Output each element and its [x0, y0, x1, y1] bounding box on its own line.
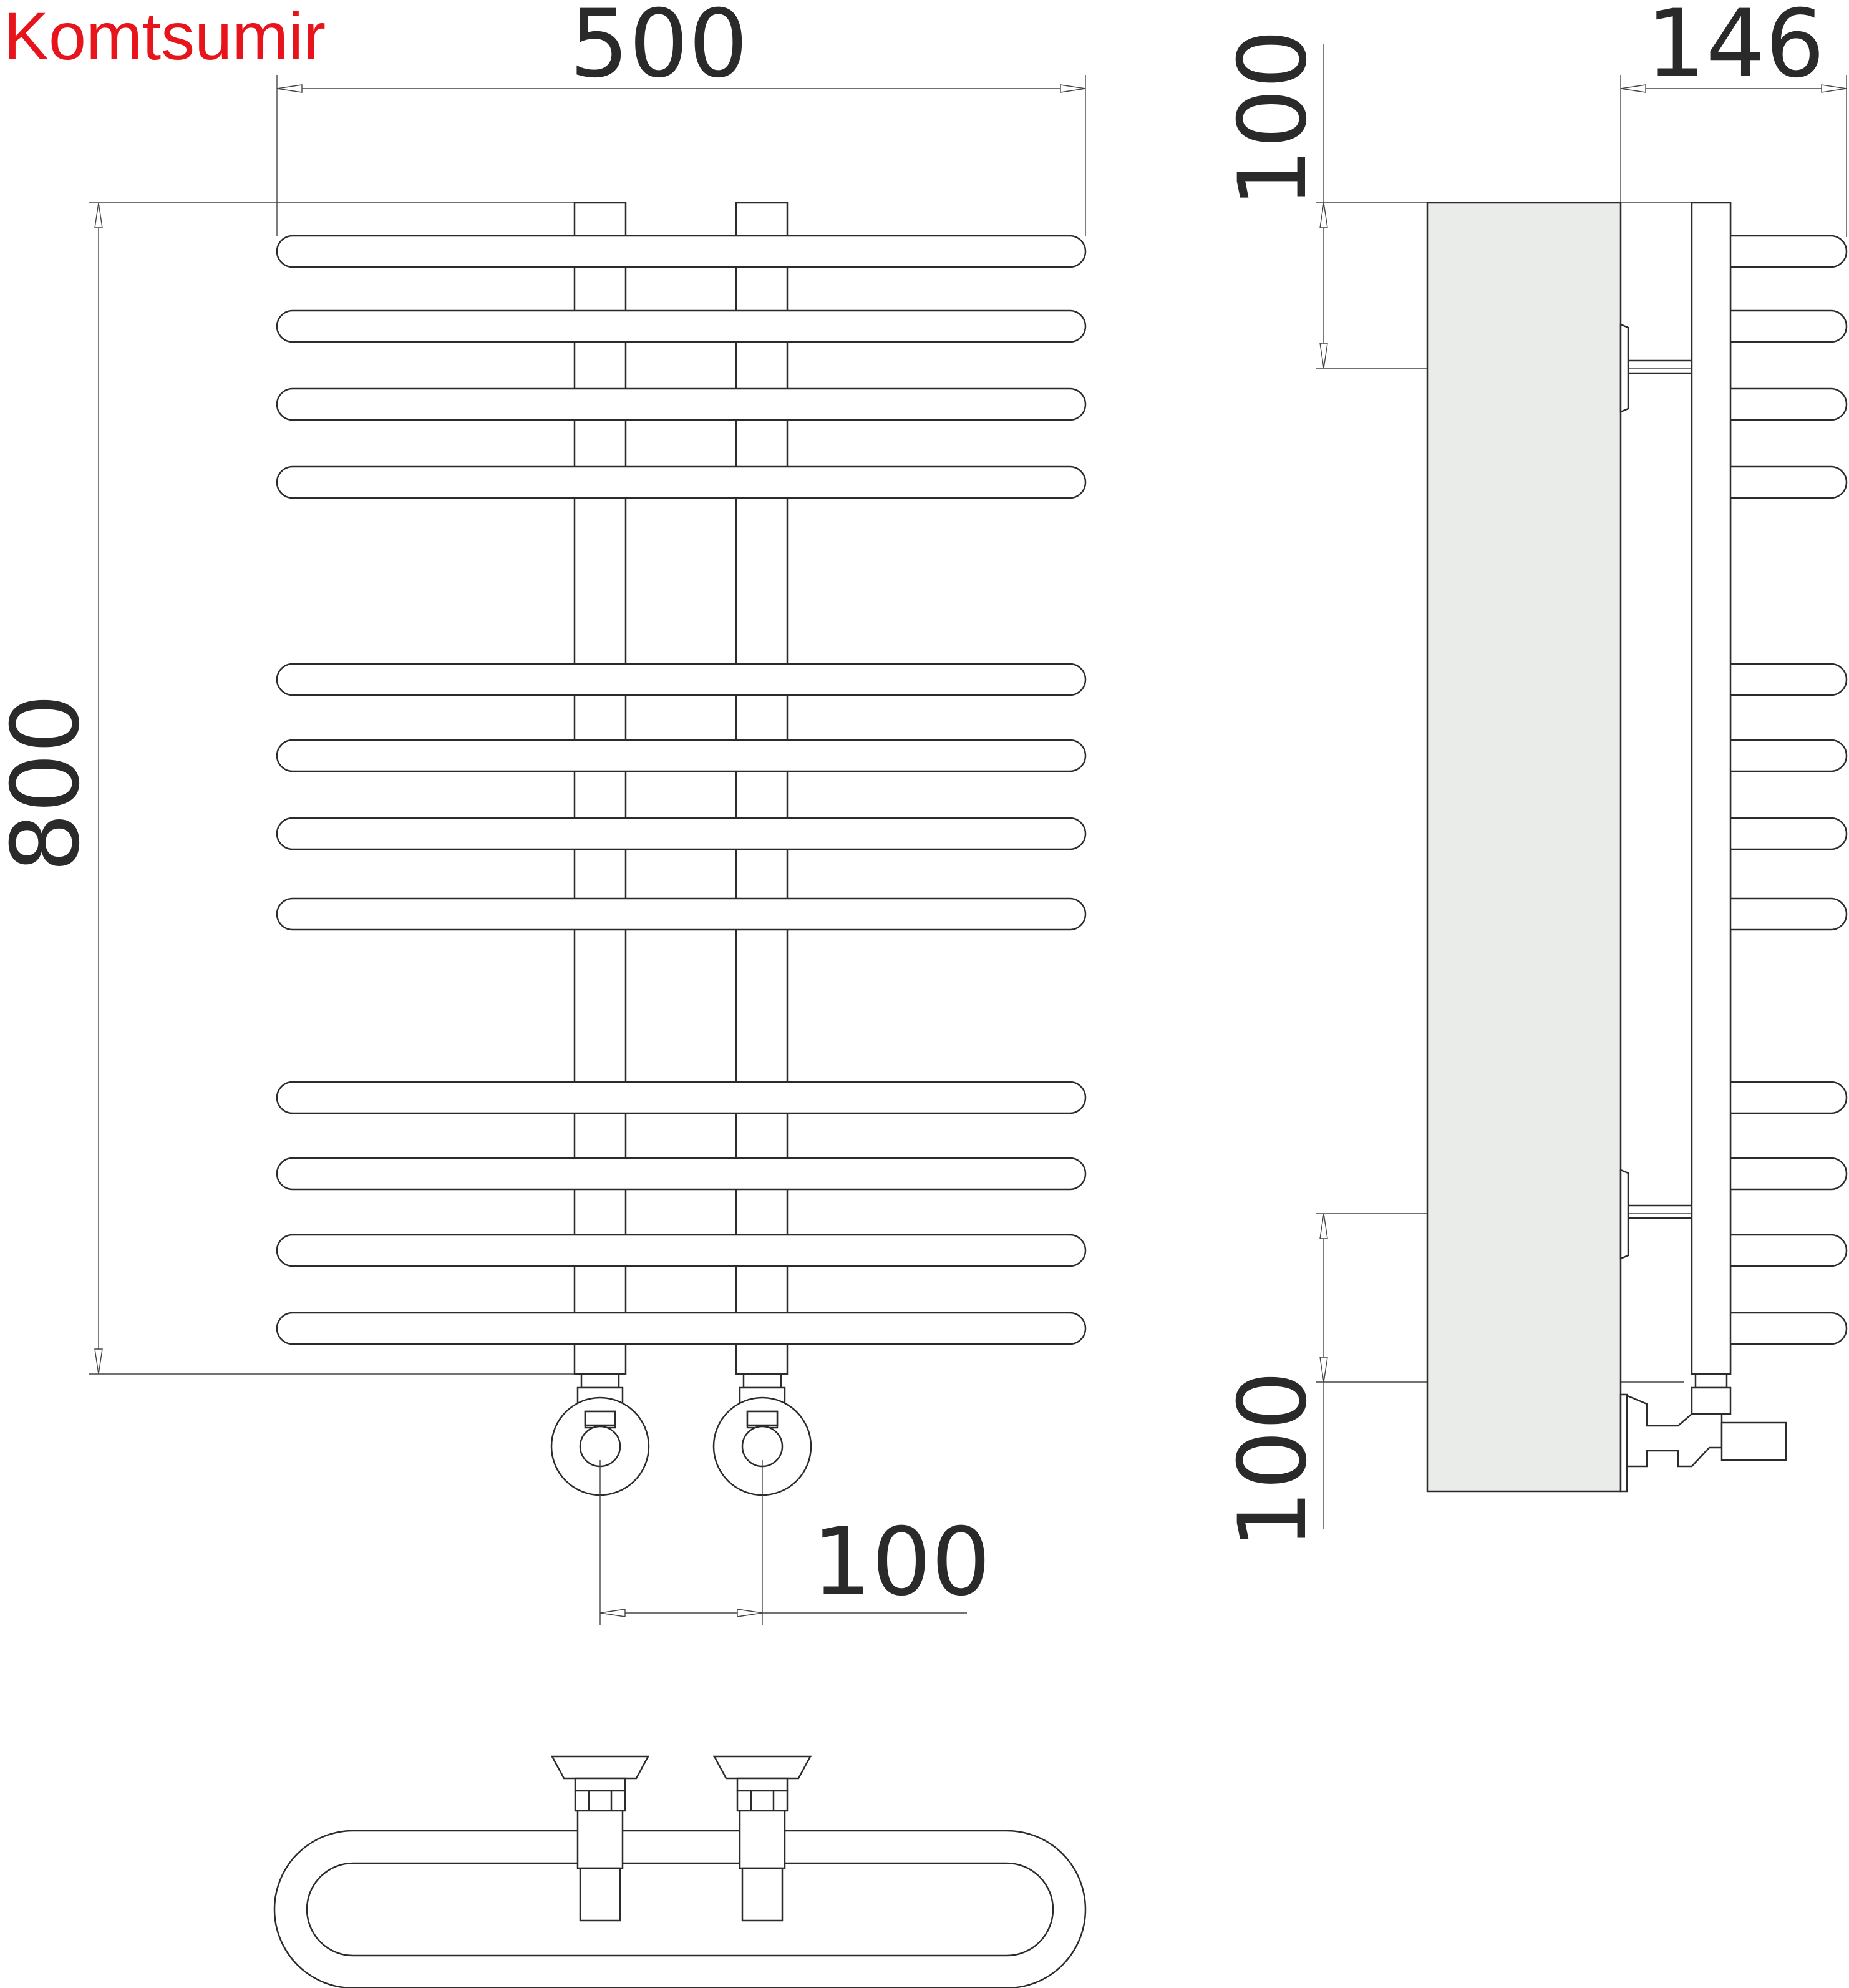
bottom-offset-value: 100 — [1219, 1371, 1327, 1549]
top-offset-value: 100 — [1219, 29, 1327, 208]
inner-loop — [306, 1862, 1054, 1957]
wall-bracket-top — [1619, 323, 1692, 413]
top-valve — [712, 1755, 812, 1922]
front-view: 500 800 100 — [0, 0, 1087, 1625]
side-rails — [1691, 202, 1848, 1375]
height-value: 800 — [0, 694, 100, 872]
front-rail — [276, 1081, 1087, 1114]
front-rail — [276, 1157, 1087, 1191]
width-dimension: 500 — [276, 0, 1086, 236]
front-rail — [276, 465, 1087, 499]
side-collector-pipe-front — [1691, 202, 1732, 1375]
top-valve — [550, 1755, 650, 1922]
front-valve — [550, 1373, 650, 1496]
left-collector-pipe — [573, 202, 627, 1375]
brand-label: Komtsumir — [4, 0, 326, 74]
wall-bracket-bottom — [1619, 1169, 1692, 1260]
front-rail — [276, 817, 1087, 850]
side-angle-valve — [1619, 1373, 1787, 1493]
width-value: 500 — [570, 0, 748, 99]
front-rail — [276, 309, 1087, 343]
depth-dimension: 146 — [1620, 0, 1847, 237]
front-rail — [276, 663, 1087, 696]
side-view: 146 100 100 — [1219, 0, 1848, 1549]
front-rails — [276, 235, 1087, 1345]
inlet-spacing-value: 100 — [812, 1508, 991, 1617]
depth-value: 146 — [1646, 0, 1825, 99]
wall — [1426, 202, 1622, 1493]
top-valves — [550, 1755, 812, 1922]
front-rail — [276, 1312, 1087, 1345]
front-rail — [276, 1234, 1087, 1267]
front-valves — [550, 1373, 812, 1496]
top-view — [273, 1755, 1087, 1988]
bottom-offset-dimension: 100 — [1219, 1213, 1697, 1549]
front-valve — [712, 1373, 812, 1496]
outer-loop — [273, 1830, 1087, 1988]
right-collector-pipe — [735, 202, 789, 1375]
inlet-spacing-dimension: 100 — [599, 1460, 991, 1625]
height-dimension: 800 — [0, 202, 574, 1375]
front-rail — [276, 235, 1087, 268]
front-rail — [276, 897, 1087, 931]
front-rail — [276, 387, 1087, 421]
front-rail — [276, 739, 1087, 772]
